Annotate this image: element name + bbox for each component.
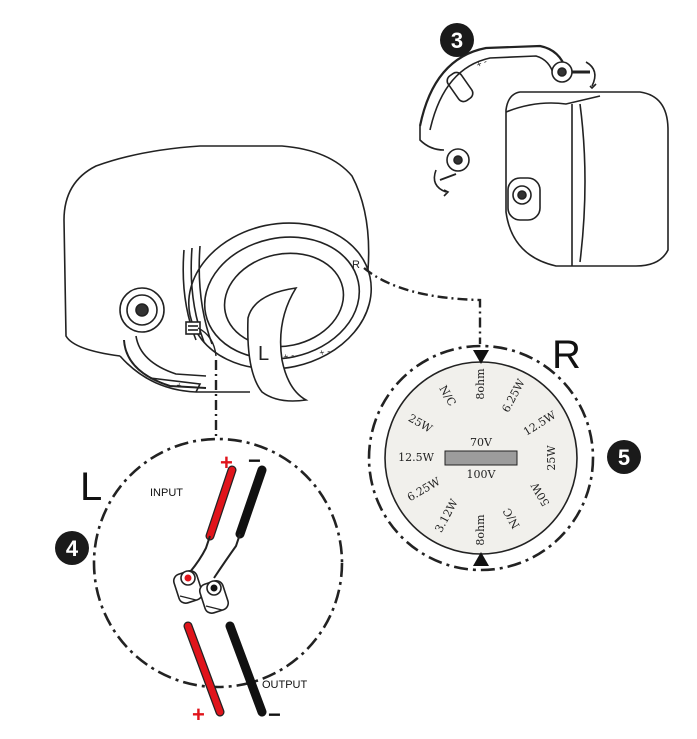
dial-top-pointer [473,350,489,364]
dial-bottom-pointer [473,552,489,566]
red-terminal [172,570,204,604]
svg-text:+ -: + - [318,346,331,358]
svg-text:+ -: + - [282,350,295,362]
strap-l-mark: L [258,343,269,365]
output-minus-sign: − [268,702,281,727]
leader-right [363,267,482,344]
dial-label-left: 12.5W [398,451,434,464]
step-3-number: 3 [451,28,463,53]
voltage-label-70v: 70V [470,436,493,449]
step-3-badge: 3 [440,23,474,57]
speaker-rear-illustration: L + - + - + - R [63,145,373,402]
input-minus-sign: − [248,448,261,473]
input-negative-wire [213,465,267,579]
left-side-letter: L [80,465,102,509]
right-side-letter: R [552,333,581,377]
dial-label-right: 25W [545,445,558,471]
step-4-number: 4 [66,536,79,561]
leader-lines [214,267,482,436]
dial-label-bottom: 8ohm [474,514,487,546]
speaker-bracket-illustration: + - [418,44,669,267]
step-5-number: 5 [618,445,630,470]
step-5-badge: 5 [607,440,641,474]
output-positive-wire [183,621,225,717]
input-positive-wire [189,465,237,573]
output-plus-sign: + [192,702,205,727]
input-label: INPUT [150,487,183,499]
svg-text:+ -: + - [176,380,188,391]
black-terminal [198,580,230,614]
voltage-selector-window[interactable] [444,450,518,466]
dial-label-top: 8ohm [474,368,487,400]
r-terminal-mark: R [352,259,360,271]
right-tap-selector-detail: R 8ohm 8ohm 6.25W 12.5W 25W 50W N/C 3.12… [367,333,595,572]
output-label: OUTPUT [262,679,308,691]
left-wiring-detail: L INPUT OUTPUT + − + − [80,437,344,727]
output-negative-wire [225,621,267,717]
left-detail-circle [92,437,344,689]
voltage-label-100v: 100V [467,468,497,481]
step-4-badge: 4 [55,531,89,565]
svg-text:+ -: + - [475,56,489,70]
